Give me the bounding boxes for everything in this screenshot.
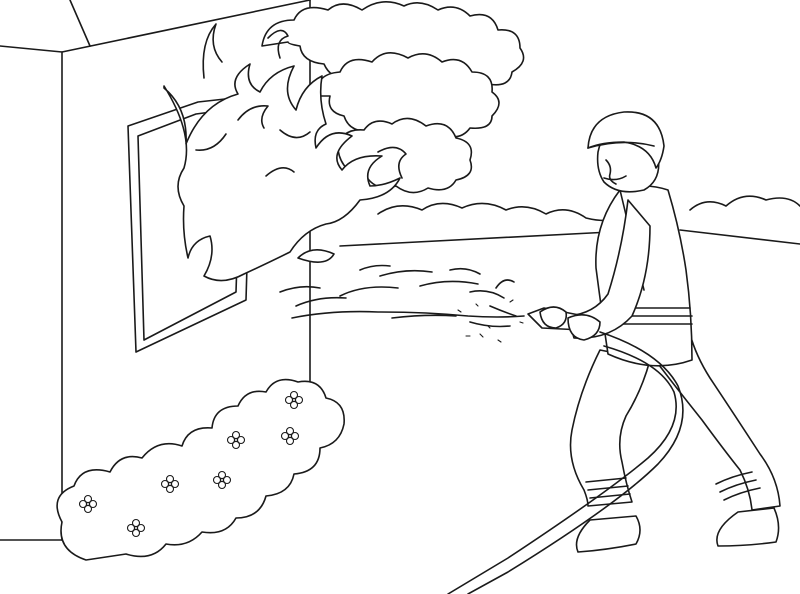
water-spray (279, 264, 525, 343)
firefighter (527, 111, 781, 553)
flower-icons (78, 390, 304, 538)
hills (339, 195, 800, 247)
fire (163, 23, 407, 282)
smoke (261, 1, 525, 194)
flowering-bush (56, 378, 345, 561)
fire-hose (447, 331, 684, 594)
